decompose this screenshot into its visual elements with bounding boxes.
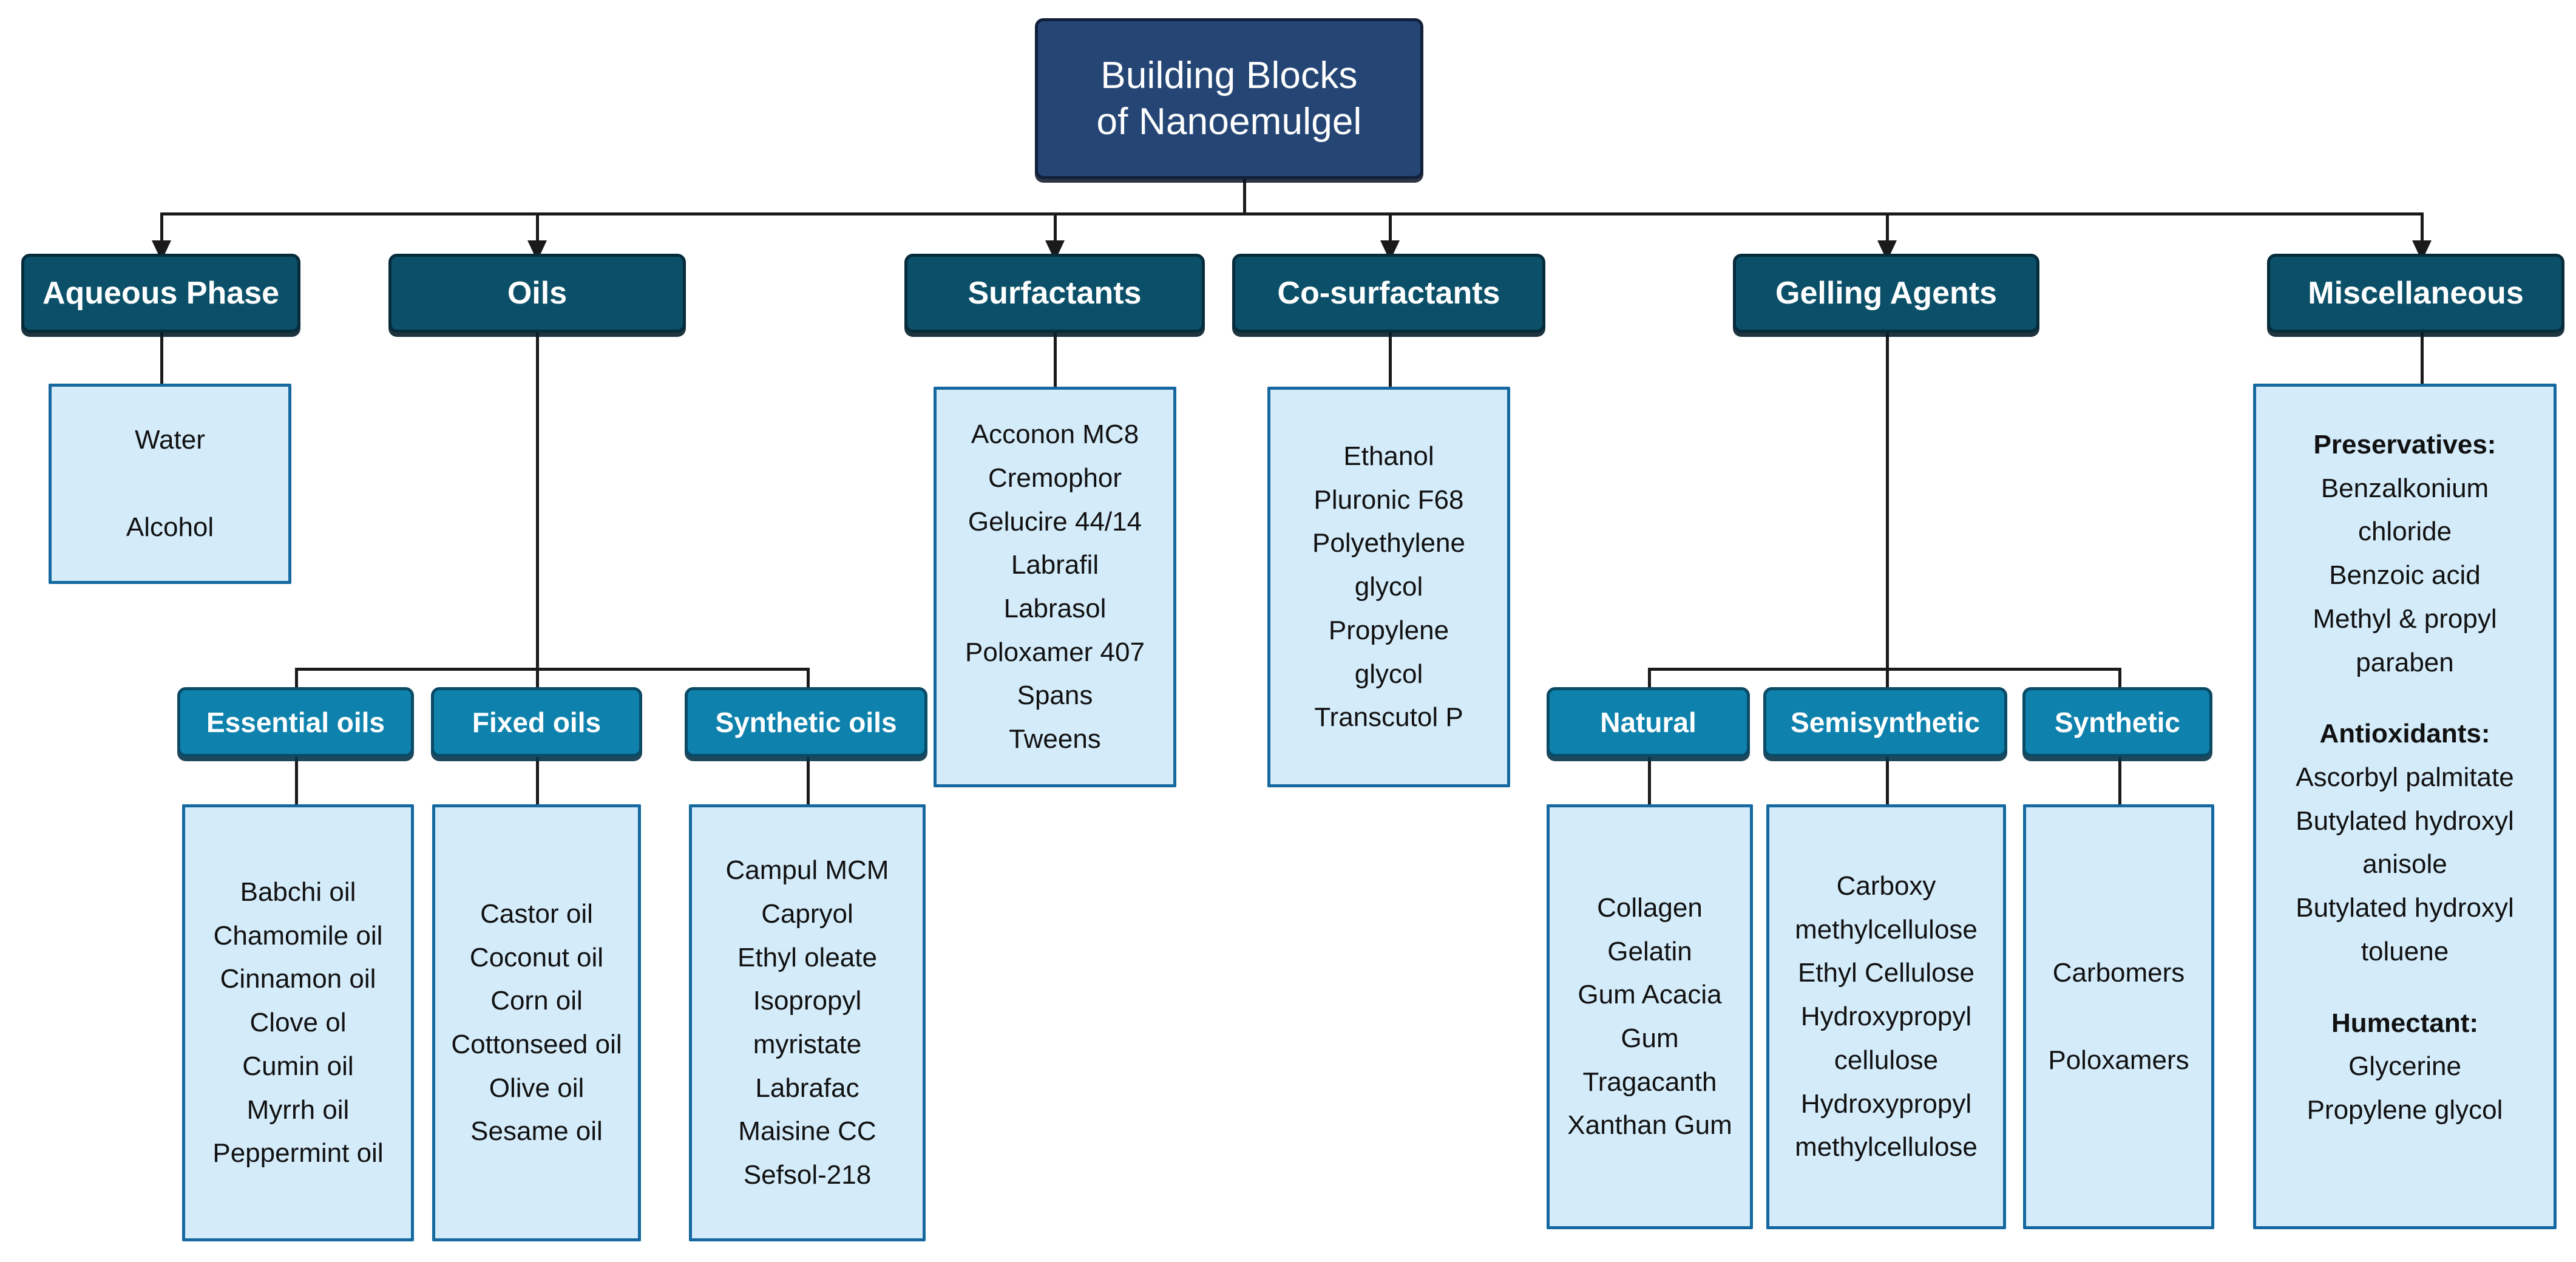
list-content: Castor oil Coconut oil Corn oil Cottonse… bbox=[451, 898, 622, 1147]
list-essential-oils: Babchi oil Chamomile oil Cinnamon oil Cl… bbox=[182, 804, 414, 1241]
list-co-surfactants: Ethanol Pluronic F68 Polyethylene glycol… bbox=[1267, 387, 1510, 787]
subcategory-synthetic[interactable]: Synthetic bbox=[2022, 687, 2212, 757]
miscellaneous-preservatives-heading: Preservatives: bbox=[2313, 430, 2496, 460]
connector-gelling-center bbox=[1886, 605, 1889, 669]
category-label: Miscellaneous bbox=[2308, 276, 2524, 311]
subcategory-label: Fixed oils bbox=[472, 706, 602, 738]
group-spacer bbox=[2262, 974, 2547, 1002]
subcategory-synthetic-oils[interactable]: Synthetic oils bbox=[685, 687, 927, 757]
list-content: Acconon MC8 Cremophor Gelucire 44/14 Lab… bbox=[965, 419, 1145, 755]
connector-oils-center bbox=[536, 605, 539, 669]
subcategory-label: Natural bbox=[1600, 706, 1696, 738]
category-miscellaneous[interactable]: Miscellaneous bbox=[2267, 254, 2564, 333]
category-surfactants[interactable]: Surfactants bbox=[904, 254, 1205, 333]
subcategory-natural[interactable]: Natural bbox=[1547, 687, 1750, 757]
connector-drop-aqueous bbox=[160, 212, 163, 248]
category-label: Co-surfactants bbox=[1277, 276, 1500, 311]
list-content: Collagen Gelatin Gum Acacia Gum Tragacan… bbox=[1567, 892, 1732, 1141]
category-label: Gelling Agents bbox=[1775, 276, 1997, 311]
list-natural: Collagen Gelatin Gum Acacia Gum Tragacan… bbox=[1547, 804, 1753, 1229]
miscellaneous-antioxidants-items: Ascorbyl palmitate Butylated hydroxyl an… bbox=[2296, 762, 2514, 966]
connector-gelling-stem bbox=[1886, 332, 1889, 605]
list-content: Babchi oil Chamomile oil Cinnamon oil Cl… bbox=[212, 877, 384, 1169]
subcategory-fixed-oils[interactable]: Fixed oils bbox=[431, 687, 642, 757]
connector-aqueous-to-list bbox=[160, 332, 163, 384]
group-spacer bbox=[2262, 684, 2547, 712]
connector-drop-cosurfactants bbox=[1389, 212, 1392, 248]
connector-root-stem bbox=[1243, 178, 1246, 214]
category-label: Surfactants bbox=[968, 276, 1142, 311]
root-title-line1: Building Blocks bbox=[1100, 54, 1358, 97]
connector-surfactants-to-list bbox=[1054, 332, 1057, 387]
subcategory-label: Synthetic oils bbox=[715, 706, 897, 738]
connector-drop-surfactants bbox=[1054, 212, 1057, 248]
list-surfactants: Acconon MC8 Cremophor Gelucire 44/14 Lab… bbox=[934, 387, 1176, 787]
list-semisynthetic: Carboxy methylcellulose Ethyl Cellulose … bbox=[1766, 804, 2006, 1229]
miscellaneous-antioxidants-heading: Antioxidants: bbox=[2319, 719, 2490, 749]
list-aqueous-phase: Water Alcohol bbox=[49, 384, 291, 584]
list-content: Carboxy methylcellulose Ethyl Cellulose … bbox=[1795, 870, 1978, 1162]
connector-oils-stem bbox=[536, 332, 539, 605]
connector-gelling-bus bbox=[1648, 668, 2121, 671]
subcategory-semisynthetic[interactable]: Semisynthetic bbox=[1763, 687, 2007, 757]
connector-cosurfactants-to-list bbox=[1389, 332, 1392, 387]
connector-oils-bus bbox=[295, 668, 810, 671]
list-synthetic-oils: Campul MCM Capryol Ethyl oleate Isopropy… bbox=[689, 804, 926, 1241]
category-label: Oils bbox=[507, 276, 568, 311]
miscellaneous-humectant-heading: Humectant: bbox=[2331, 1008, 2479, 1038]
root-node-building-blocks[interactable]: Building Blocks of Nanoemulgel bbox=[1035, 18, 1423, 179]
connector-main-bus bbox=[160, 212, 2422, 215]
connector-drop-miscellaneous bbox=[2421, 212, 2424, 248]
connector-synthetic-to-list bbox=[2118, 757, 2121, 804]
connector-natural-to-list bbox=[1648, 757, 1651, 804]
category-gelling-agents[interactable]: Gelling Agents bbox=[1733, 254, 2039, 333]
connector-miscellaneous-to-list bbox=[2421, 332, 2424, 387]
connector-drop-oils bbox=[536, 212, 539, 248]
connector-semisynthetic-to-list bbox=[1886, 757, 1889, 804]
connector-synthetic-oils-to-list bbox=[807, 757, 810, 804]
miscellaneous-humectant-items: Glycerine Propylene glycol bbox=[2307, 1051, 2503, 1125]
category-oils[interactable]: Oils bbox=[388, 254, 686, 333]
subcategory-label: Synthetic bbox=[2054, 706, 2181, 738]
miscellaneous-preservatives-items: Benzalkonium chloride Benzoic acid Methy… bbox=[2313, 473, 2497, 677]
list-miscellaneous: Preservatives: Benzalkonium chloride Ben… bbox=[2253, 384, 2557, 1229]
list-content: Carbomers Poloxamers bbox=[2048, 958, 2189, 1075]
list-content: Ethanol Pluronic F68 Polyethylene glycol… bbox=[1312, 441, 1465, 733]
connector-fixed-to-list bbox=[536, 757, 539, 804]
subcategory-label: Semisynthetic bbox=[1791, 706, 1980, 738]
category-aqueous-phase[interactable]: Aqueous Phase bbox=[21, 254, 300, 333]
list-synthetic: Carbomers Poloxamers bbox=[2023, 804, 2214, 1229]
list-content: Campul MCM Capryol Ethyl oleate Isopropy… bbox=[725, 855, 889, 1190]
root-title-line2: of Nanoemulgel bbox=[1096, 100, 1362, 143]
subcategory-label: Essential oils bbox=[206, 706, 385, 738]
list-fixed-oils: Castor oil Coconut oil Corn oil Cottonse… bbox=[432, 804, 641, 1241]
connector-drop-gelling bbox=[1886, 212, 1889, 248]
subcategory-essential-oils[interactable]: Essential oils bbox=[177, 687, 414, 757]
list-content: Water Alcohol bbox=[126, 425, 214, 542]
category-label: Aqueous Phase bbox=[42, 276, 280, 311]
connector-essential-to-list bbox=[295, 757, 298, 804]
miscellaneous-groups: Preservatives: Benzalkonium chloride Ben… bbox=[2262, 423, 2547, 1132]
category-co-surfactants[interactable]: Co-surfactants bbox=[1232, 254, 1545, 333]
